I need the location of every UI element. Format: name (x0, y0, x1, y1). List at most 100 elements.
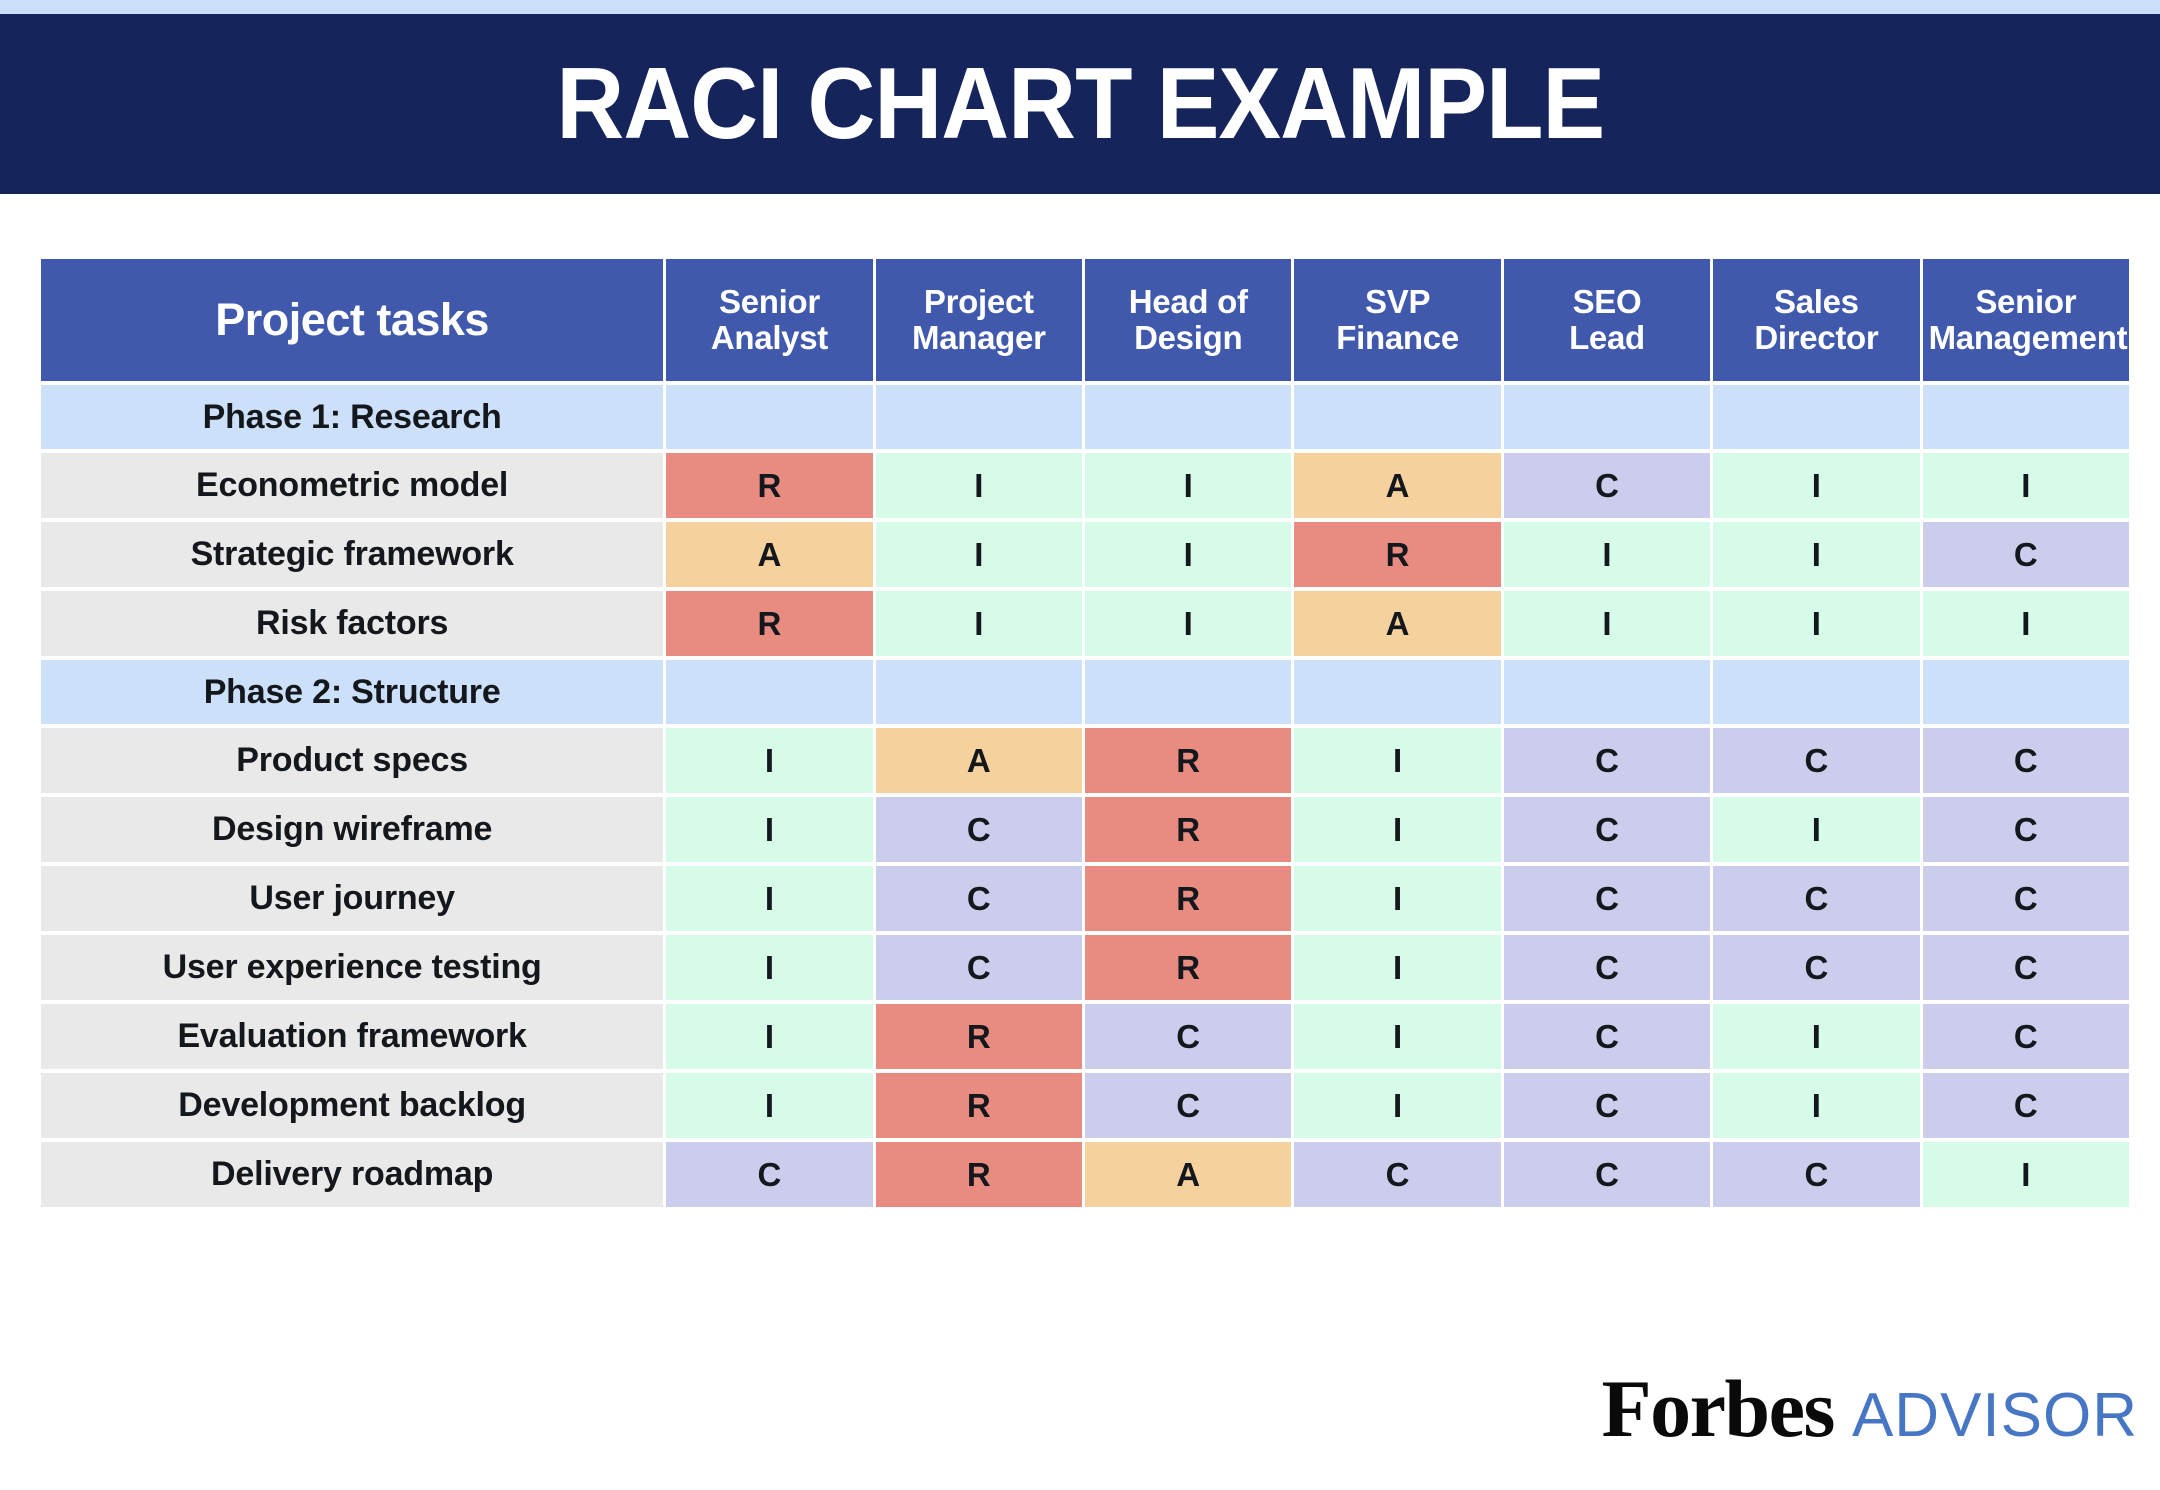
raci-cell-C: C (875, 935, 1083, 1000)
raci-cell-empty (1713, 660, 1920, 724)
raci-cell-empty (1085, 385, 1292, 449)
column-header-line-2: Analyst (710, 319, 828, 356)
raci-cell-I: I (1294, 797, 1501, 862)
raci-cell-C: C (1503, 935, 1711, 1000)
raci-cell-empty (1503, 660, 1711, 724)
phase-row: Phase 2: Structure (41, 660, 2129, 724)
page-title: RACI CHART EXAMPLE (556, 47, 1605, 160)
phase-row: Phase 1: Research (41, 385, 2129, 449)
raci-cell-C: C (1503, 453, 1711, 518)
raci-cell-I: I (1713, 797, 1920, 862)
raci-cell-empty (666, 385, 873, 449)
column-header-line-2: Director (1754, 319, 1879, 356)
column-header-line-2: Finance (1336, 319, 1459, 356)
raci-cell-empty (875, 660, 1083, 724)
raci-cell-I: I (1503, 522, 1711, 587)
raci-cell-I: I (666, 1073, 873, 1138)
top-accent-strip (0, 0, 2160, 14)
raci-cell-R: R (1085, 935, 1292, 1000)
raci-cell-C: C (1922, 1004, 2129, 1069)
column-header-line-1: Senior (718, 283, 820, 321)
task-label: Strategic framework (41, 522, 664, 587)
raci-cell-I: I (875, 453, 1083, 518)
raci-cell-C: C (1922, 797, 2129, 862)
raci-cell-I: I (1713, 522, 1920, 587)
raci-cell-C: C (666, 1142, 873, 1207)
column-header-line-2: Manager (912, 319, 1046, 356)
raci-cell-empty (1085, 660, 1292, 724)
raci-cell-empty (1713, 385, 1920, 449)
task-label: Econometric model (41, 453, 664, 518)
raci-cell-I: I (666, 728, 873, 793)
title-banner: RACI CHART EXAMPLE (0, 14, 2160, 194)
column-header-project-tasks: Project tasks (41, 259, 664, 381)
task-label: User experience testing (41, 935, 664, 1000)
column-header-line-1: Sales (1774, 283, 1859, 321)
raci-cell-C: C (1713, 1142, 1920, 1207)
column-header-line-1: Project (923, 283, 1034, 321)
raci-cell-R: R (1294, 522, 1501, 587)
raci-cell-C: C (875, 866, 1083, 931)
raci-cell-C: C (1294, 1142, 1501, 1207)
task-label: Risk factors (41, 591, 664, 656)
raci-cell-I: I (1922, 591, 2129, 656)
column-header-line-2: Lead (1569, 319, 1645, 356)
task-label: Delivery roadmap (41, 1142, 664, 1207)
phase-label: Phase 2: Structure (41, 660, 664, 724)
raci-cell-I: I (1922, 1142, 2129, 1207)
raci-cell-I: I (666, 935, 873, 1000)
phase-label: Phase 1: Research (41, 385, 664, 449)
raci-cell-empty (875, 385, 1083, 449)
raci-cell-C: C (1922, 728, 2129, 793)
raci-cell-I: I (1085, 522, 1292, 587)
task-label: Evaluation framework (41, 1004, 664, 1069)
raci-cell-C: C (1922, 935, 2129, 1000)
raci-cell-R: R (875, 1004, 1083, 1069)
raci-cell-C: C (1503, 1004, 1711, 1069)
raci-cell-C: C (1922, 866, 2129, 931)
advisor-wordmark: ADVISOR (1851, 1381, 2138, 1450)
raci-cell-C: C (1503, 797, 1711, 862)
task-label: Design wireframe (41, 797, 664, 862)
raci-cell-A: A (1294, 591, 1501, 656)
raci-cell-empty (666, 660, 873, 724)
column-header-line-2: Management (1928, 319, 2128, 356)
column-header-line-1: Head of (1128, 283, 1248, 321)
raci-cell-I: I (1922, 453, 2129, 518)
raci-cell-I: I (1294, 866, 1501, 931)
raci-cell-C: C (1085, 1004, 1292, 1069)
raci-cell-I: I (1713, 591, 1920, 656)
column-header-line-2: Design (1134, 319, 1243, 356)
raci-cell-I: I (666, 866, 873, 931)
raci-cell-C: C (1713, 866, 1920, 931)
raci-cell-I: I (875, 591, 1083, 656)
raci-cell-C: C (1503, 866, 1711, 931)
column-header-line-1: SVP (1365, 283, 1431, 321)
raci-cell-empty (1294, 385, 1501, 449)
raci-cell-R: R (1085, 728, 1292, 793)
raci-cell-R: R (666, 453, 873, 518)
raci-cell-I: I (666, 797, 873, 862)
raci-cell-I: I (1713, 1073, 1920, 1138)
raci-cell-empty (1503, 385, 1711, 449)
raci-cell-C: C (1713, 728, 1920, 793)
raci-cell-I: I (1503, 591, 1711, 656)
raci-cell-I: I (1713, 453, 1920, 518)
raci-cell-I: I (666, 1004, 873, 1069)
column-header-line-1: SEO (1572, 283, 1642, 321)
raci-cell-I: I (1294, 1004, 1501, 1069)
